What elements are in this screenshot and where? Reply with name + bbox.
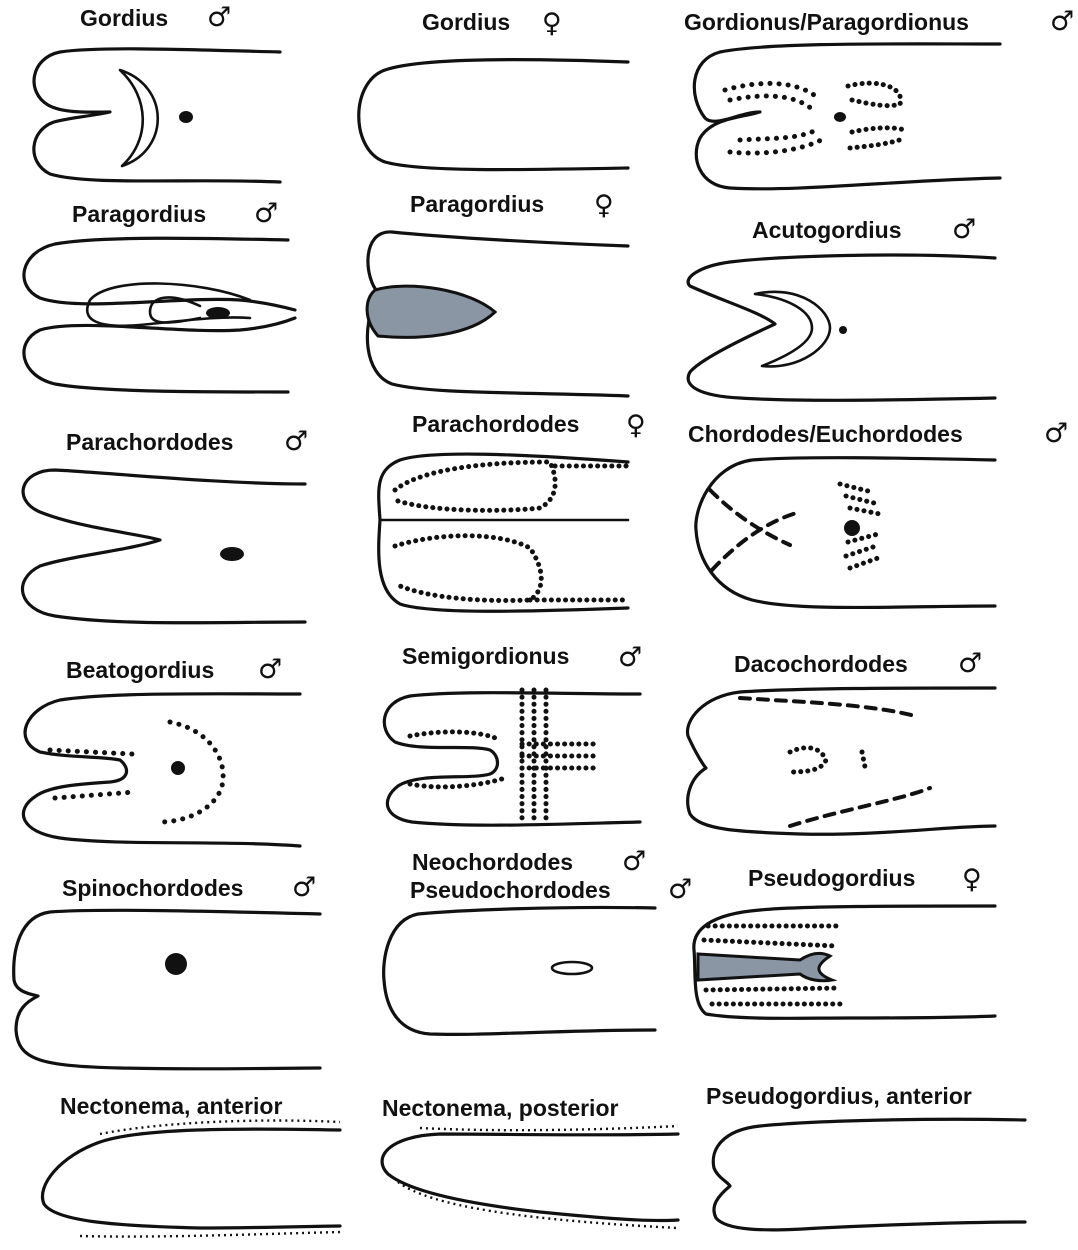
panel-label: Beatogordius [66,657,214,683]
shaded-cloacal-lobes [698,953,832,980]
cloacal-spine-cluster [165,953,187,975]
body-outline [22,470,305,623]
panel-pseudogordius-anterior: Pseudogordius, anterior [706,1083,1025,1230]
sex-symbol: ♀ [542,8,562,39]
lateral-bristles-upper [420,1126,678,1130]
panel-nectonema-anterior: Nectonema, anterior [42,1093,340,1237]
dorsal-ridge [740,698,915,716]
sex-symbol: ♂ [1050,6,1074,37]
sex-symbol: ♀ [962,864,982,895]
sex-symbol: ♂ [1044,418,1068,449]
panel-label: Paragordius [410,191,544,217]
cloacal-opening [844,520,860,536]
panel-label: Acutogordius [752,217,902,243]
sex-symbol: ♂ [618,642,642,673]
panel-chordodes-male: Chordodes/Euchordodes ♂ [688,418,1068,608]
panel-label: Pseudogordius, anterior [706,1083,972,1109]
panel-nectonema-posterior: Nectonema, posterior [382,1095,678,1228]
panel-neochordodes-male: Neochordodes ♂ Pseudochordodes ♂ [384,846,693,1034]
panel-parachordodes-female: Parachordodes ♀ [379,410,646,611]
panel-paragordius-male: Paragordius ♂ [24,198,295,392]
sex-symbol: ♂ [292,872,316,903]
body-outline-lower-lobe [24,318,295,392]
precloacal-ridge-upper [710,490,790,545]
panel-gordionus-male: Gordionus/Paragordionus ♂ [684,6,1074,189]
body-outline [382,1134,678,1221]
panel-label: Gordius [80,5,168,31]
postcloacal-papillae [848,83,905,148]
papillae-band [522,690,600,820]
panel-label: Spinochordodes [62,875,243,901]
postcloacal-papillae [160,722,223,822]
panel-label-secondary: Pseudochordodes [410,877,611,903]
panel-label: Dacochordodes [734,651,908,677]
panel-label: Neochordodes [412,849,573,875]
upper-papillae-field [704,926,840,946]
sex-symbol: ♂ [207,2,231,33]
panel-acutogordius-male: Acutogordius ♂ [688,214,995,400]
body-outline [384,907,655,1034]
lower-papillae-field [706,988,845,1004]
panel-label: Pseudogordius [748,865,915,891]
panel-label: Nectonema, anterior [60,1093,282,1119]
panel-label: Gordionus/Paragordionus [684,9,969,35]
cloacal-opening [552,962,592,974]
cloacal-opening [220,547,244,561]
sex-symbol: ♂ [254,198,278,229]
body-outline [14,910,320,1069]
panel-label: Semigordionus [402,643,569,669]
panel-paragordius-female: Paragordius ♀ [367,190,628,396]
panel-label: Nectonema, posterior [382,1095,618,1121]
lateral-bristles-upper [100,1121,340,1135]
panel-label: Chordodes/Euchordodes [688,421,963,447]
cloacal-opening [171,761,185,775]
panel-dacochordodes-male: Dacochordodes ♂ [687,648,995,834]
shaded-cloacal-lobes [367,286,495,337]
panel-beatogordius-male: Beatogordius ♂ [23,654,300,846]
body-outline [694,44,1000,189]
sex-symbol: ♂ [622,846,646,877]
body-outline [42,1129,340,1228]
sex-symbol: ♂ [284,426,308,457]
upper-papillae-field [395,462,628,510]
panel-label: Parachordodes [66,429,233,455]
cloacal-opening [839,326,847,334]
body-outline [379,454,628,611]
postcloacal-crescent [120,70,158,166]
sex-symbol: ♀ [594,190,614,221]
panel-parachordodes-male: Parachordodes ♂ [22,426,308,623]
body-outline [359,60,628,170]
body-outline [23,694,300,846]
body-outline [696,458,995,608]
panel-semigordionus-male: Semigordionus ♂ [384,642,642,825]
panel-label: Paragordius [72,201,206,227]
panel-pseudogordius-female: Pseudogordius ♀ [694,864,995,1018]
cloacal-opening [834,112,846,122]
panel-gordius-female: Gordius ♀ [359,8,628,170]
lower-papillae-field [395,536,628,601]
body-outline [384,693,640,825]
panel-gordius-male: Gordius ♂ [34,2,280,182]
ventral-ridge [790,788,930,826]
cloacal-opening [179,111,193,123]
precloacal-papillae [725,83,825,153]
sex-symbol: ♂ [258,654,282,685]
panel-label: Gordius [422,9,510,35]
panel-label: Parachordodes [412,411,579,437]
sex-symbol-secondary: ♂ [668,874,692,905]
postcloacal-papillae [790,748,866,772]
sex-symbol: ♂ [952,214,976,245]
panel-spinochordodes-male: Spinochordodes ♂ [14,872,320,1069]
sex-symbol: ♂ [958,648,982,679]
body-outline [713,1119,1025,1230]
lateral-bristles-lower [80,1232,340,1237]
precloacal-ridge-lower [712,512,800,570]
sex-symbol: ♀ [626,410,646,441]
cloacal-opening [206,307,230,319]
